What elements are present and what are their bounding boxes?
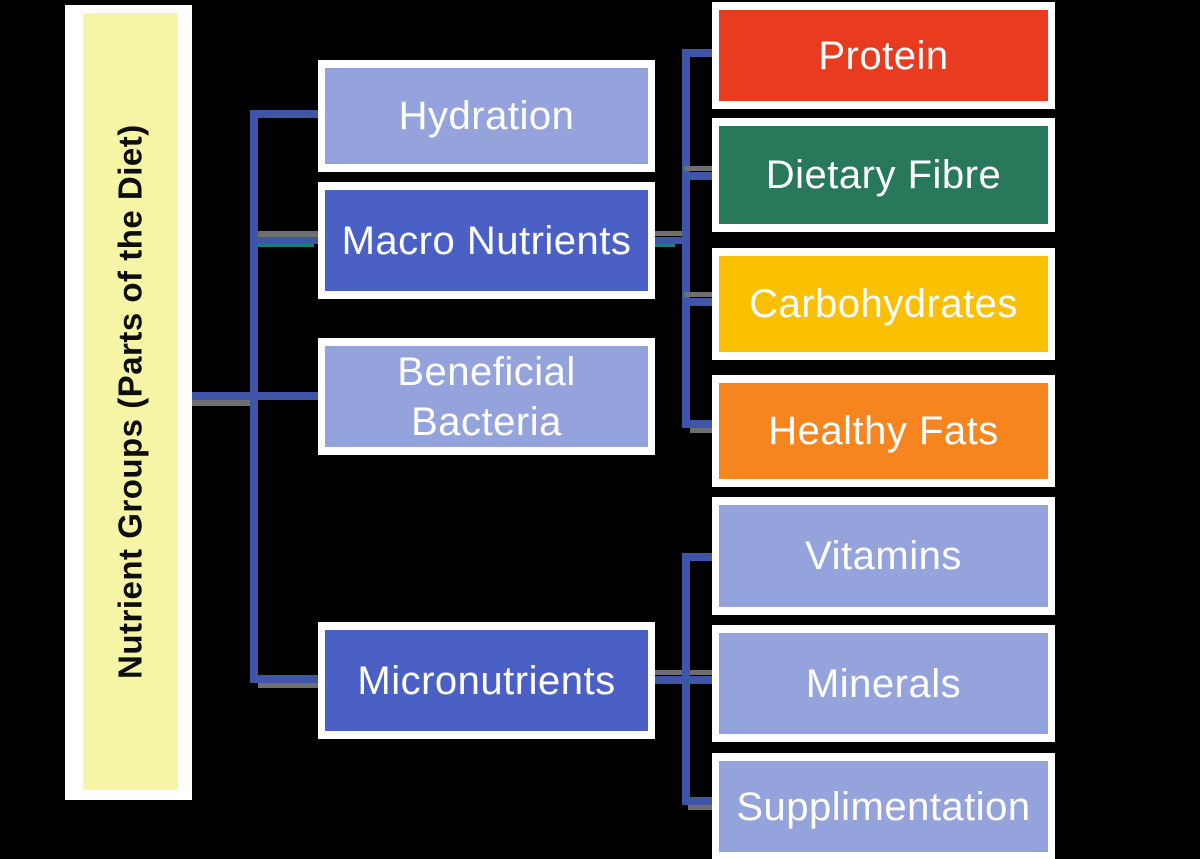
node-healthy-fats: Healthy Fats (712, 375, 1055, 487)
node-micronutrients: Micronutrients (318, 622, 655, 739)
connector-root-shadow (190, 400, 256, 406)
connector-supplimentation-shadow (688, 805, 714, 810)
node-hydration: Hydration (318, 60, 655, 172)
connector-left-trunk (250, 110, 258, 683)
connector-carbohydrates-shadow (684, 292, 712, 297)
connector-carbohydrates-stub (682, 298, 712, 306)
node-protein: Protein (712, 2, 1055, 109)
connector-healthy-fats-shadow (690, 428, 716, 433)
connector-macro-right-shadow (655, 231, 683, 236)
connector-macro-left-teal-accent (258, 244, 314, 247)
node-healthy-fats-label: Healthy Fats (768, 409, 999, 453)
connector-hydration-stub (250, 110, 318, 118)
root-node-fill: Nutrient Groups (Parts of the Diet) (83, 13, 178, 790)
node-protein-label: Protein (818, 33, 949, 78)
node-macro-nutrients-label: Macro Nutrients (341, 218, 632, 263)
node-carbohydrates: Carbohydrates (712, 248, 1055, 360)
connector-micronutrients-elbow (250, 675, 320, 683)
root-node-nutrient-groups: Nutrient Groups (Parts of the Diet) (65, 5, 192, 800)
node-micronutrients-label: Micronutrients (357, 658, 616, 703)
node-beneficial-bacteria-label: Beneficial Bacteria (397, 349, 576, 444)
node-minerals-label: Minerals (805, 661, 962, 706)
node-supplimentation-label: Supplimentation (736, 784, 1031, 829)
node-hydration-label: Hydration (398, 94, 575, 138)
node-dietary-fibre: Dietary Fibre (712, 118, 1055, 232)
connector-micro-children-trunk (682, 553, 690, 805)
connector-macro-left-shadow (258, 231, 318, 237)
node-minerals: Minerals (712, 625, 1055, 742)
node-carbohydrates-label: Carbohydrates (749, 282, 1018, 326)
connector-macro-left-stub (258, 237, 318, 244)
connector-dietary-fibre-shadow (684, 166, 712, 171)
connector-protein-stub (682, 49, 712, 57)
root-node-label: Nutrient Groups (Parts of the Diet) (111, 124, 149, 679)
connector-healthy-fats-stub (682, 420, 712, 428)
node-supplimentation: Supplimentation (712, 753, 1055, 859)
node-vitamins: Vitamins (712, 497, 1055, 615)
connector-vitamins-stub (682, 553, 712, 561)
node-dietary-fibre-label: Dietary Fibre (765, 153, 1002, 197)
connector-macro-right-teal-accent (655, 244, 675, 247)
node-vitamins-label: Vitamins (805, 534, 962, 578)
connector-supplimentation-stub (682, 797, 712, 805)
connector-macro-children-trunk (682, 49, 690, 428)
connector-dietary-fibre-stub (682, 172, 712, 180)
connector-macro-right-stub (655, 237, 690, 244)
node-beneficial-bacteria: Beneficial Bacteria (318, 338, 655, 455)
connector-micronutrients-elbow-shadow (258, 683, 328, 688)
node-macro-nutrients: Macro Nutrients (318, 182, 655, 299)
